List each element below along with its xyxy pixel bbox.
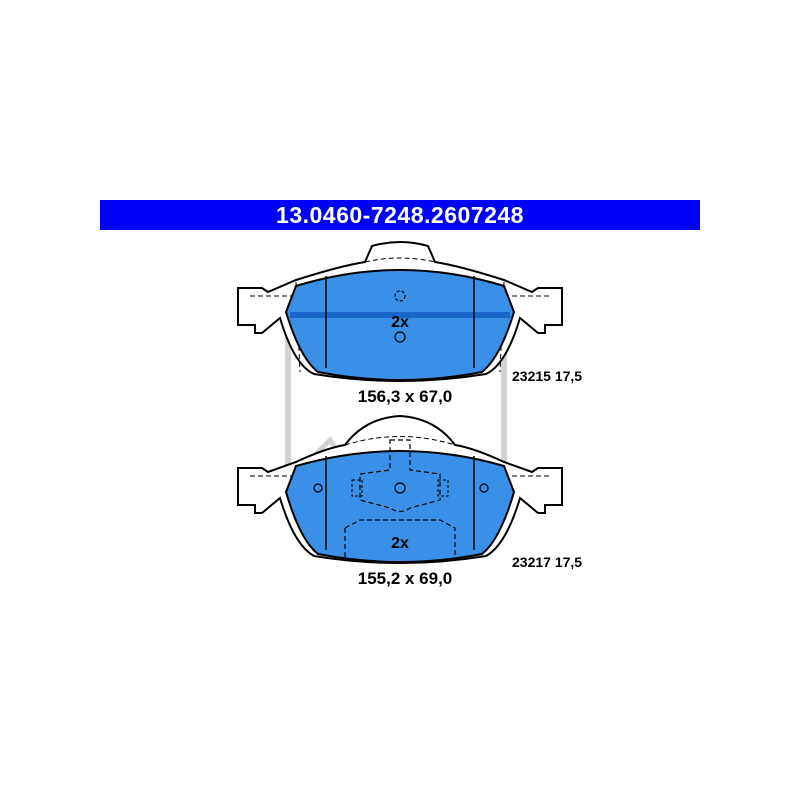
upper-hole-top	[394, 290, 406, 302]
lower-hole-right	[479, 483, 489, 493]
lower-hole-left	[313, 483, 323, 493]
header-bar: 13.0460-7248.2 607248	[100, 200, 700, 230]
upper-brake-pad: 2x	[237, 241, 563, 382]
lower-dimensions: 155,2 x 69,0	[358, 569, 453, 588]
lower-brake-pad: 2x	[237, 414, 563, 564]
upper-quantity: 2x	[391, 314, 409, 331]
lower-hole-center	[394, 482, 406, 494]
upper-friction-pad	[284, 269, 516, 381]
upper-dimensions: 156,3 x 67,0	[358, 387, 453, 406]
upper-hole-bottom	[394, 331, 406, 343]
article-number: 13.0460-7248.2	[276, 201, 445, 228]
lower-quantity: 2x	[391, 535, 409, 552]
lower-part-info: 23217 17,5	[512, 554, 582, 570]
lower-friction-pad	[284, 450, 516, 563]
ref-number: 607248	[444, 201, 524, 228]
upper-part-info: 23215 17,5	[512, 368, 582, 384]
